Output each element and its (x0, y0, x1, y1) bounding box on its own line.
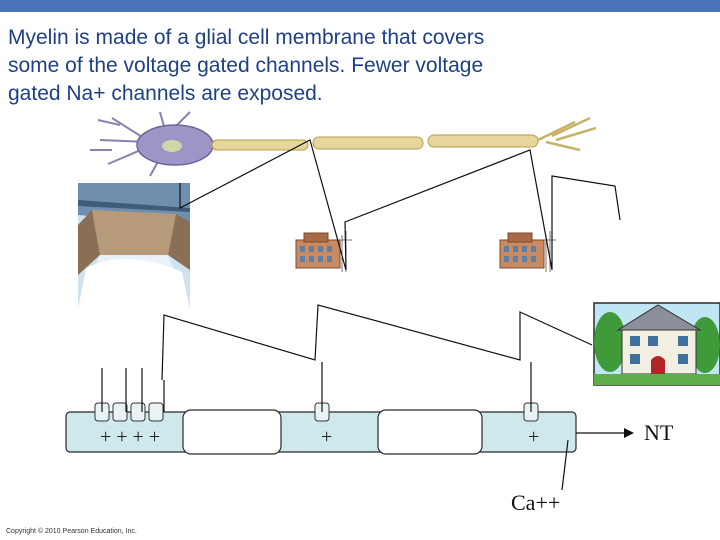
building-icon (295, 231, 352, 272)
house-picture (593, 302, 720, 386)
sodium-influx-arrows (101, 362, 532, 412)
myelinated-axon (211, 116, 597, 152)
arrow-head-icon (624, 428, 634, 438)
neuron-nucleus (162, 140, 182, 152)
action-potential-trace-upper (179, 139, 621, 271)
neurotransmitter-label: NT (644, 420, 674, 445)
myelin-sheath (182, 409, 282, 455)
copyright-notice: Copyright © 2010 Pearson Education, Inc. (6, 528, 137, 535)
voltage-gated-channel (148, 402, 164, 422)
voltage-gated-channel (130, 402, 146, 422)
neuron-illustration (78, 108, 598, 178)
calcium-label: Ca++ (511, 490, 560, 515)
action-potential-trace-lower (161, 304, 593, 381)
title-line-1: Myelin is made of a glial cell membrane … (8, 26, 485, 49)
title-line-2: some of the voltage gated channels. Fewe… (8, 54, 484, 77)
slide-title: Myelin is made of a glial cell membrane … (8, 24, 618, 108)
dam-picture (78, 183, 190, 309)
title-line-3: gated Na+ channels are exposed. (8, 82, 323, 105)
header-accent-bar (0, 0, 720, 12)
node-charge-label: + + + + (100, 426, 160, 448)
node-charge-label: + (321, 426, 332, 448)
calcium-arrow (561, 439, 569, 491)
building-icon (499, 231, 556, 272)
node-charge-label: + (528, 426, 539, 448)
myelin-sheath (377, 409, 483, 455)
voltage-gated-channel (112, 402, 128, 422)
